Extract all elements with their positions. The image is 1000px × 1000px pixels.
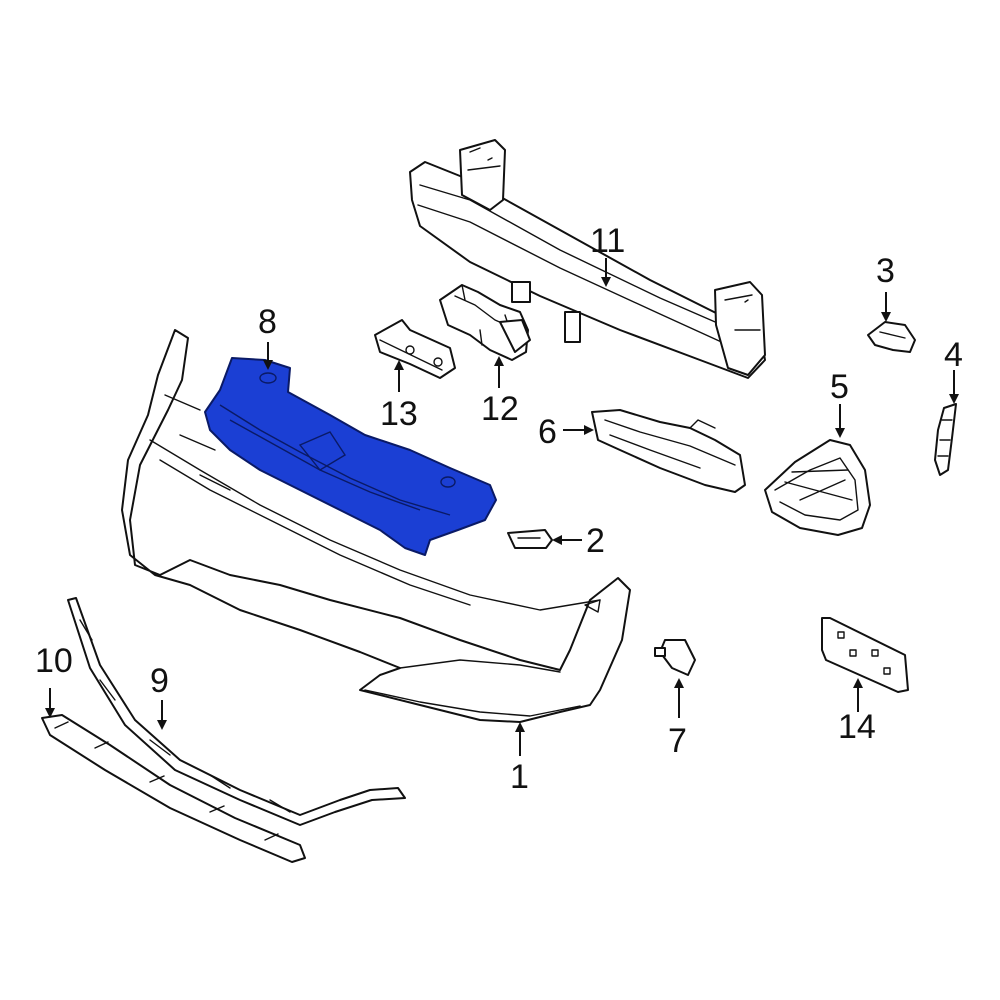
callout-1: 1 xyxy=(510,758,529,796)
callout-6: 6 xyxy=(538,413,557,451)
callout-12: 12 xyxy=(481,390,519,428)
part-11-reinforcement-beam[interactable] xyxy=(409,139,766,379)
part-13-bracket[interactable] xyxy=(374,319,456,379)
callout-10: 10 xyxy=(35,642,73,680)
leader-lines xyxy=(45,258,959,756)
part-3-bracket[interactable] xyxy=(867,321,916,353)
part-9-molding-strip[interactable] xyxy=(67,597,406,826)
part-6-side-bracket[interactable] xyxy=(591,409,746,493)
part-7-sensor[interactable] xyxy=(654,639,696,676)
callout-11: 11 xyxy=(590,222,625,260)
callout-8: 8 xyxy=(258,303,277,341)
part-10-lower-trim[interactable] xyxy=(41,714,306,863)
callout-5: 5 xyxy=(830,368,849,406)
callout-labels: 8 13 12 11 3 4 5 6 2 1 7 14 9 10 xyxy=(35,222,963,796)
callout-3: 3 xyxy=(876,252,895,290)
callout-7: 7 xyxy=(668,722,687,760)
callout-13: 13 xyxy=(380,395,418,433)
callout-2: 2 xyxy=(586,522,605,560)
part-14-plate-bracket[interactable] xyxy=(821,617,909,693)
callout-14: 14 xyxy=(838,708,876,746)
part-4-side-strip[interactable] xyxy=(934,403,957,476)
part-8-upper-cover[interactable] xyxy=(204,357,497,556)
part-5-lamp-bezel[interactable] xyxy=(764,439,871,536)
part-12-absorber-bracket[interactable] xyxy=(439,284,531,361)
callout-9: 9 xyxy=(150,662,169,700)
callout-4: 4 xyxy=(944,336,963,374)
part-1-bumper-cover[interactable] xyxy=(121,329,631,723)
part-2-clip[interactable] xyxy=(507,529,553,549)
